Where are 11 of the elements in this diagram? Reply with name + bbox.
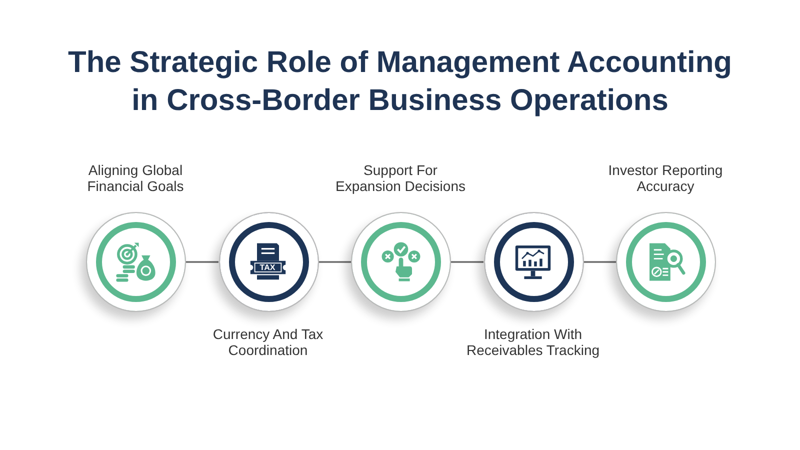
step-label: Investor Reporting Accuracy <box>607 162 724 194</box>
connector-line <box>186 261 218 263</box>
connector-line <box>318 261 351 263</box>
icon-text: TAX <box>258 262 276 272</box>
title: The Strategic Role of Management Accounting in Cross-Border Business Operations <box>67 45 733 119</box>
step-label: Currency And Tax Coordination <box>212 326 324 358</box>
step-label: Aligning Global Financial Goals <box>86 162 185 194</box>
step-label: Support For Expansion Decisions <box>334 162 466 194</box>
connector-line <box>451 261 484 263</box>
step-label: Integration With Receivables Tracking <box>465 326 601 358</box>
connector-line <box>584 261 616 263</box>
